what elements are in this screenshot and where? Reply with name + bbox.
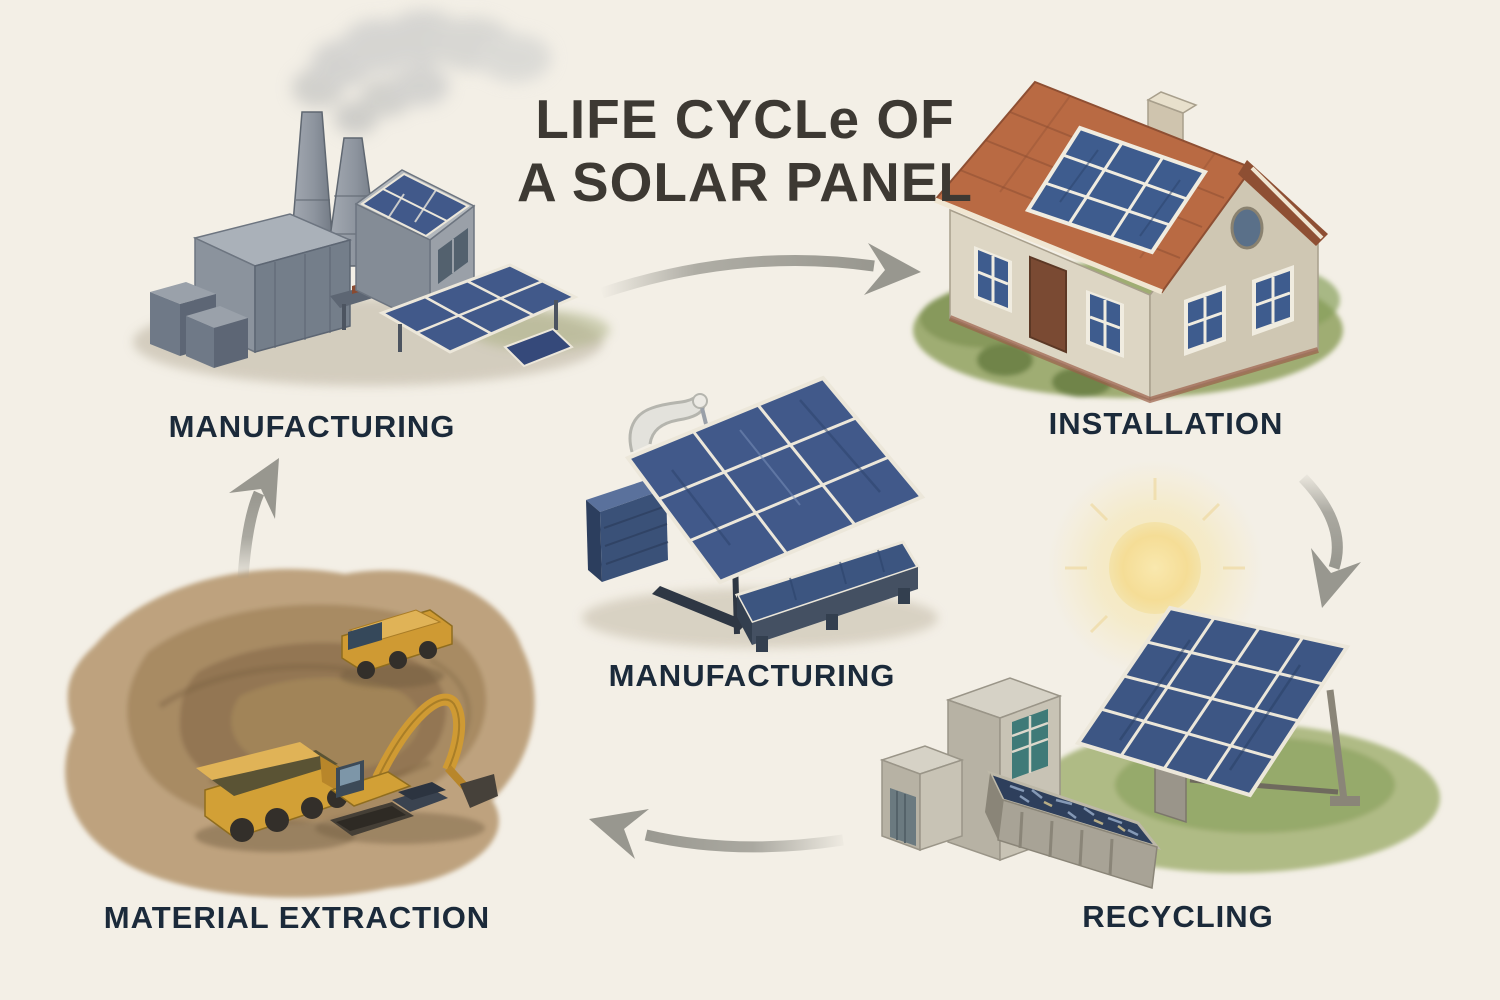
label-material-extraction: MATERIAL EXTRACTION — [103, 900, 491, 935]
page-title: LIFE CYCLe OF A SOLAR PANEL — [445, 88, 1045, 214]
recycling-illustration — [879, 460, 1440, 889]
recycling-solar-panel — [1074, 605, 1360, 824]
arrow-factory-to-installation — [600, 243, 921, 299]
assembly-illustration — [582, 375, 938, 652]
factory-illustration — [133, 10, 610, 386]
house-window — [1184, 285, 1226, 356]
house-window — [1086, 290, 1124, 358]
house-window — [1252, 265, 1294, 336]
label-manufacturing-assembly: MANUFACTURING — [608, 658, 896, 693]
arrow-extraction-to-manufacturing — [229, 458, 279, 579]
pallet-solar-panel — [734, 540, 921, 652]
label-manufacturing-factory: MANUFACTURING — [168, 409, 456, 444]
assembly-solar-panel — [624, 375, 926, 635]
arrow-installation-to-recycling — [1299, 474, 1361, 608]
recycling-building-window — [1011, 709, 1049, 779]
mine-dump-truck-small — [340, 609, 453, 688]
label-installation: INSTALLATION — [1048, 406, 1284, 441]
house-window — [974, 246, 1012, 313]
recycling-building-door — [890, 788, 916, 846]
mine-excavator — [315, 693, 498, 844]
house-door — [1029, 255, 1067, 354]
factory-solar-canopy — [378, 263, 579, 368]
robotic-arm — [628, 393, 708, 453]
mine-illustration — [65, 568, 535, 898]
house-attic-window — [1230, 206, 1264, 250]
recycling-scrap-bin — [985, 770, 1162, 889]
recycling-building — [879, 677, 1063, 862]
arrow-recycling-to-extraction — [589, 809, 844, 859]
factory-smoke — [292, 10, 551, 135]
panel-stack — [586, 478, 669, 582]
factory-storage-boxes — [150, 282, 248, 368]
house-illustration — [913, 80, 1343, 404]
house-solar-panel — [1024, 125, 1209, 255]
page-title-line2: A SOLAR PANEL — [516, 151, 974, 213]
page-title-line1: LIFE CYCLe OF — [535, 88, 955, 150]
label-recycling: RECYCLING — [1082, 899, 1274, 934]
